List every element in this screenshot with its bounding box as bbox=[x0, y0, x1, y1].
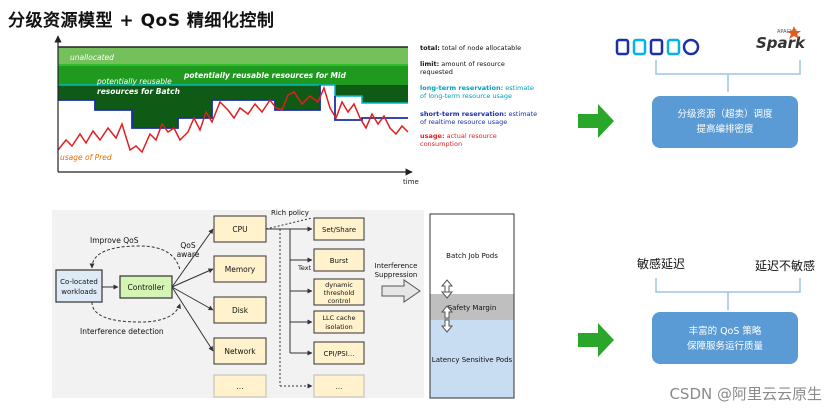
improve-qos-arc bbox=[89, 245, 181, 271]
legend-short-term-2: of realtime resource usage bbox=[420, 118, 507, 126]
policy-label-dynamic-3: control bbox=[328, 297, 351, 305]
legend-limit-2: requested bbox=[420, 68, 453, 76]
rich-policy-label: Rich policy bbox=[271, 209, 309, 217]
insensitive-label: 延迟不敏感 bbox=[755, 258, 815, 273]
card-bottom-line2: 保障服务运行质量 bbox=[687, 340, 764, 352]
policy-column: Set/Share Burst dynamic threshold contro… bbox=[313, 217, 365, 398]
watermark: CSDN @阿里云云原生 bbox=[669, 385, 822, 403]
safety-margin-label: Safety Margin bbox=[448, 304, 497, 312]
policy-label-llc-2: isolation bbox=[325, 323, 352, 331]
resource-box-memory bbox=[213, 255, 267, 283]
right-arrow-top bbox=[578, 104, 614, 138]
policy-label-dynamic-2: threshold bbox=[324, 289, 355, 297]
policy-box-set-share bbox=[313, 217, 365, 241]
policy-label-llc-1: LLC cache bbox=[322, 314, 355, 322]
latency-pods-region bbox=[430, 320, 514, 398]
resource-column: CPU Memory Disk Network ... bbox=[213, 215, 267, 398]
colocated-workloads-box bbox=[55, 269, 103, 303]
page-title: 分级资源模型 + QoS 精细化控制 bbox=[8, 11, 275, 31]
policy-box-more bbox=[313, 374, 365, 398]
legend-usage-2: consumption bbox=[420, 140, 462, 148]
spark-logo: APACHE Spark bbox=[756, 26, 806, 52]
interference-detection-label: Interference detection bbox=[80, 327, 164, 336]
interference-suppression-2: Suppression bbox=[375, 271, 418, 279]
policy-label-burst: Burst bbox=[330, 257, 349, 265]
legend-total: total: total of node allocatable bbox=[420, 44, 521, 52]
resource-label-network: Network bbox=[224, 347, 256, 356]
card-top-line2: 提高编排密度 bbox=[696, 123, 754, 135]
spark-label: Spark bbox=[756, 34, 806, 52]
batch-region-label-2: resources for Batch bbox=[97, 87, 180, 96]
updown-arrows bbox=[440, 279, 454, 333]
spark-small-label: APACHE bbox=[777, 29, 797, 35]
card-bottom-line1: 丰富的 QoS 策略 bbox=[689, 325, 762, 337]
resource-box-more bbox=[213, 374, 267, 398]
batch-pods-label: Batch Job Pods bbox=[446, 252, 498, 260]
controller-to-resources-arrows bbox=[171, 228, 214, 352]
colocated-label-1: Co-located bbox=[60, 278, 98, 286]
legend-long-term: long-term reservation: estimate bbox=[420, 84, 534, 92]
mid-region-label: potentially reusable resources for Mid bbox=[183, 71, 346, 80]
usage-pred-label: usage of Pred bbox=[60, 153, 112, 162]
spark-star-icon bbox=[787, 26, 801, 39]
resource-box-disk bbox=[213, 296, 267, 324]
safety-margin-band bbox=[430, 294, 514, 320]
card-bottom bbox=[652, 312, 798, 364]
batch-region-label-1: potentially reusable bbox=[96, 77, 172, 86]
legend: total: total of node allocatable limit: … bbox=[420, 44, 537, 148]
resource-label-more: ... bbox=[236, 382, 243, 391]
suppression-arrow bbox=[381, 279, 421, 303]
policy-label-dynamic-1: dynamic bbox=[325, 281, 353, 289]
resource-label-disk: Disk bbox=[232, 306, 249, 315]
interference-suppression-1: Interference bbox=[375, 262, 418, 270]
resource-box-cpu bbox=[213, 215, 267, 243]
usage-line bbox=[57, 85, 409, 154]
latency-pods-label: Latency Sensitive Pods bbox=[432, 356, 513, 364]
right-arrow-bottom bbox=[578, 323, 614, 357]
dubbo-logo bbox=[615, 38, 700, 56]
legend-long-term-2: of long-term resource usage bbox=[420, 92, 512, 100]
legend-limit: limit: amount of resource bbox=[420, 60, 505, 68]
qos-aware-label-2: aware bbox=[177, 250, 200, 259]
unallocated-label: unallocated bbox=[70, 53, 114, 62]
resource-box-network bbox=[213, 337, 267, 365]
policy-box-llc-cache bbox=[313, 310, 365, 334]
legend-short-term: short-term reservation: estimate bbox=[420, 110, 537, 118]
policy-label-set-share: Set/Share bbox=[322, 226, 356, 234]
policy-label-more: ... bbox=[336, 383, 343, 391]
policy-label-cpi-psi: CPI/PSI... bbox=[324, 350, 355, 358]
improve-qos-label: Improve QoS bbox=[90, 236, 139, 245]
policy-box-dynamic-threshold bbox=[313, 278, 365, 306]
sensitive-label: 敏感延迟 bbox=[637, 256, 685, 271]
qos-aware-label-1: QoS bbox=[180, 241, 195, 250]
policy-box-burst bbox=[313, 248, 365, 272]
text-label: Text bbox=[297, 264, 312, 272]
interference-detection-arc bbox=[91, 301, 181, 323]
colocated-label-2: workloads bbox=[61, 288, 97, 296]
legend-usage: usage: actual resource bbox=[420, 132, 497, 140]
policy-connectors bbox=[265, 217, 313, 389]
mid-reusable-region bbox=[58, 65, 408, 85]
batch-reusable-region bbox=[58, 85, 408, 128]
axis-time-label: time bbox=[403, 178, 419, 186]
resource-label-cpu: CPU bbox=[232, 225, 247, 234]
brace-bottom bbox=[655, 278, 801, 310]
card-top-line1: 分级资源（超卖）调度 bbox=[677, 108, 773, 120]
controller-label: Controller bbox=[128, 283, 166, 292]
brace-top bbox=[655, 60, 801, 92]
long-term-reservation-line bbox=[58, 84, 408, 104]
card-top bbox=[652, 96, 798, 148]
resource-label-memory: Memory bbox=[225, 265, 256, 274]
policy-box-cpi-psi bbox=[313, 341, 365, 365]
